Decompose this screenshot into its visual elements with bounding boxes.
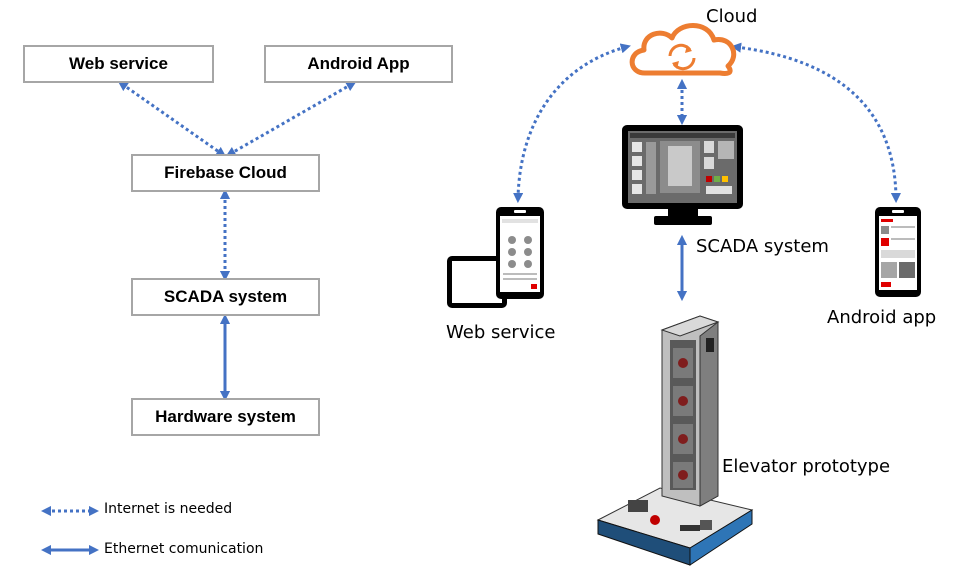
- android-app-right-label: Android app: [827, 307, 937, 328]
- monitor-icon: [622, 125, 743, 225]
- cloud-label: Cloud: [706, 6, 758, 27]
- firebase-cloud-label: Firebase Cloud: [164, 163, 287, 182]
- right-connections: [513, 42, 902, 302]
- android-app-box: Android App: [264, 45, 453, 83]
- elevator-prototype-icon: [596, 315, 754, 566]
- legend-internet-label: Internet is needed: [104, 501, 233, 517]
- android-phone-icon: [875, 207, 921, 297]
- scada-system-right-label: SCADA system: [696, 236, 829, 257]
- legend-arrows: [40, 505, 100, 556]
- web-firebase-dotted-arrow: [117, 81, 227, 157]
- hardware-system-box: Hardware system: [131, 398, 320, 436]
- tablet-icon: [447, 256, 507, 308]
- left-connections: [117, 81, 357, 402]
- cloud-android-dotted-arrow: [730, 42, 902, 204]
- cloud-web-dotted-arrow: [513, 43, 631, 204]
- web-service-label: Web service: [69, 54, 168, 73]
- firebase-cloud-box: Firebase Cloud: [131, 154, 320, 192]
- legend-ethernet-label: Ethernet comunication: [104, 541, 264, 557]
- web-service-right-label: Web service: [446, 322, 556, 343]
- elevator-prototype-label: Elevator prototype: [722, 456, 891, 477]
- android-app-label: Android App: [307, 54, 410, 73]
- hardware-system-label: Hardware system: [155, 407, 296, 426]
- cloud-icon: [629, 23, 737, 76]
- android-firebase-dotted-arrow: [225, 81, 357, 157]
- web-service-box: Web service: [23, 45, 214, 83]
- scada-system-label: SCADA system: [163, 287, 288, 306]
- phone-icon: [496, 207, 544, 299]
- scada-system-box: SCADA system: [131, 278, 320, 316]
